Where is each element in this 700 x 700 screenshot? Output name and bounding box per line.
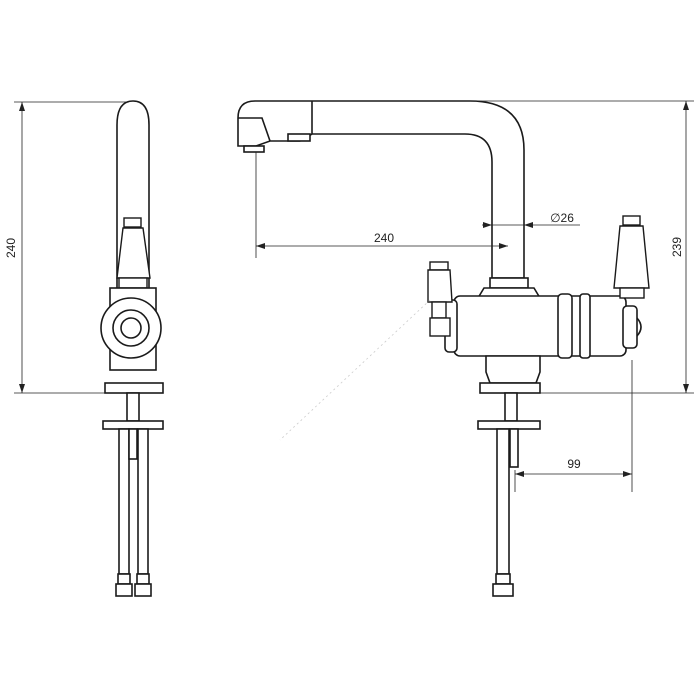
front-tail-nut — [492, 583, 514, 597]
body-right-cap — [622, 305, 638, 349]
side-handle-cap — [123, 217, 142, 228]
diameter-label: ∅26 — [550, 211, 574, 225]
front-tail — [496, 428, 510, 575]
front-left-handle-cap — [429, 261, 449, 271]
left-height-label: 240 — [4, 238, 18, 258]
front-center-rod — [509, 428, 519, 468]
front-tail-ring — [495, 573, 511, 585]
right-height-arrow-up — [683, 101, 689, 110]
spout-aerator — [287, 133, 311, 142]
front-base — [479, 382, 541, 394]
side-view: 240 — [4, 100, 164, 597]
front-right-handle — [613, 225, 650, 289]
side-mount-stud — [126, 392, 140, 422]
front-main-body — [453, 295, 627, 357]
front-dimensions: 240 ∅26 239 99 — [255, 100, 694, 492]
body-right-dome — [636, 317, 642, 337]
side-center-rod — [128, 428, 138, 460]
column-collar — [489, 277, 529, 289]
reach-arrow-right — [499, 243, 508, 249]
front-view — [237, 100, 650, 597]
side-mount-plate — [102, 420, 164, 430]
front-right-handle-base — [619, 287, 645, 299]
offset-arrow-right — [623, 471, 632, 477]
offset-label: 99 — [567, 457, 581, 471]
side-tail-right — [137, 428, 149, 575]
side-tail-right-ring — [136, 573, 150, 585]
front-left-handle — [427, 269, 453, 303]
front-lower-stem — [485, 355, 541, 384]
spout-head-line — [238, 117, 271, 142]
front-mount-plate — [477, 420, 541, 430]
side-base — [104, 382, 164, 394]
side-tail-left-ring — [117, 573, 131, 585]
diameter-arrow-right — [524, 222, 533, 228]
diameter-arrow-left — [483, 222, 492, 228]
front-left-handle-base — [429, 317, 451, 337]
arrow-down — [19, 384, 25, 393]
reach-label: 240 — [374, 231, 394, 245]
offset-arrow-left — [515, 471, 524, 477]
side-nut-left — [115, 583, 133, 597]
arrow-up — [19, 102, 25, 111]
front-spout — [237, 100, 525, 279]
spout-nozzle — [243, 145, 265, 153]
front-right-handle-cap — [622, 215, 641, 226]
side-body-disc-core — [120, 317, 142, 339]
reach-arrow-left — [256, 243, 265, 249]
body-ring-2 — [579, 293, 591, 359]
side-tail-left — [118, 428, 130, 575]
right-height-arrow-down — [683, 384, 689, 393]
side-nut-right — [134, 583, 152, 597]
side-handle-lever — [116, 227, 151, 279]
front-left-handle-stem — [431, 301, 447, 319]
construction-line — [279, 299, 431, 441]
body-ring-1 — [557, 293, 573, 359]
side-handle-base — [118, 277, 148, 289]
right-height-label: 239 — [670, 237, 684, 257]
front-mount-stud — [504, 392, 518, 422]
